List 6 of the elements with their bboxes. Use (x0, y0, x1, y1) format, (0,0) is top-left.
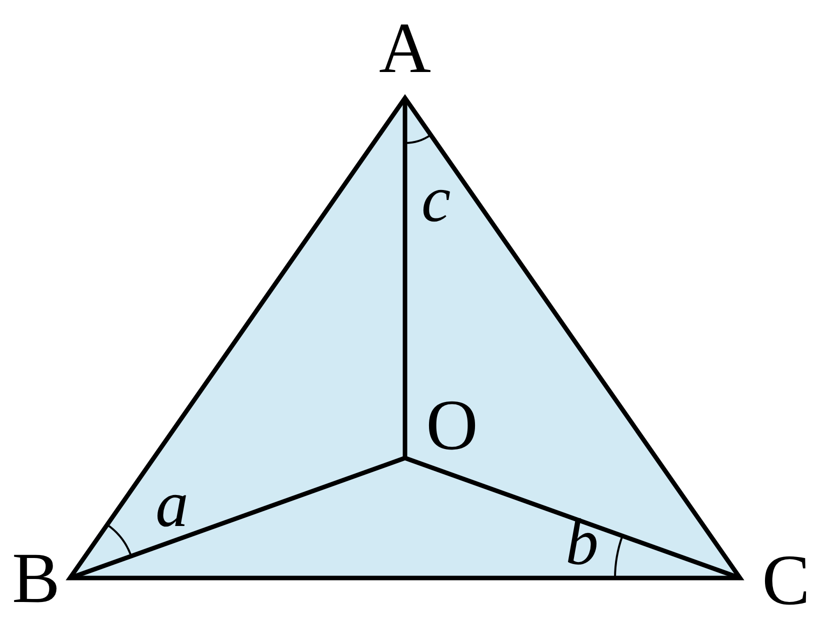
vertex-label: B (12, 542, 60, 614)
vertex-label: C (762, 544, 810, 616)
angle-label: c (421, 167, 451, 233)
vertex-label: A (379, 12, 431, 84)
vertex-label: O (426, 389, 478, 461)
angle-label: a (156, 472, 188, 538)
